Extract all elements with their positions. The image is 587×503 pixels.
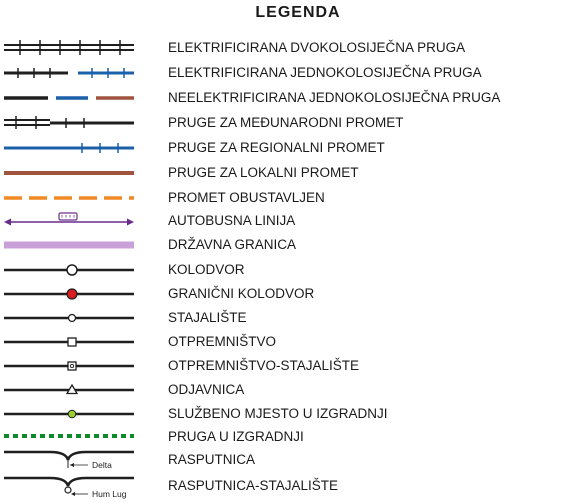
junction-sample-name: Delta xyxy=(92,460,112,470)
legend-label: OTPREMNIŠTVO-STAJALIŠTE xyxy=(168,358,360,373)
legend-row: STAJALIŠTE xyxy=(0,306,587,330)
legend-label: OTPREMNIŠTVO xyxy=(168,334,277,349)
single-track-non-electrified-line xyxy=(0,86,140,110)
legend-row: ELEKTRIFICIRANA JEDNOKOLOSIJEČNA PRUGA xyxy=(0,61,587,85)
single-track-electrified-line xyxy=(0,61,140,85)
legend-row: ELEKTRIFICIRANA DVOKOLOSIJEČNA PRUGA xyxy=(0,36,587,60)
legend-label: ELEKTRIFICIRANA DVOKOLOSIJEČNA PRUGA xyxy=(168,40,466,55)
legend-row: OTPREMNIŠTVO-STAJALIŠTE xyxy=(0,354,587,378)
legend-label: PRUGE ZA MEĐUNARODNI PROMET xyxy=(168,115,404,130)
legend-label: SLUŽBENO MJESTO U IZGRADNJI xyxy=(168,406,388,421)
signal-box-icon xyxy=(0,378,140,402)
legend-label: PROMET OBUSTAVLJEN xyxy=(168,190,325,205)
legend-row: PRUGE ZA LOKALNI PROMET xyxy=(0,161,587,185)
legend-row: OTPREMNIŠTVO xyxy=(0,330,587,354)
legend-label: PRUGA U IZGRADNJI xyxy=(168,429,304,444)
legend-label: ELEKTRIFICIRANA JEDNOKOLOSIJEČNA PRUGA xyxy=(168,65,482,80)
legend-label: AUTOBUSNA LINIJA xyxy=(168,213,296,228)
border-station-icon xyxy=(0,282,140,306)
legend-label: PRUGE ZA REGIONALNI PROMET xyxy=(168,140,385,155)
international-line xyxy=(0,111,140,135)
bus-line xyxy=(0,209,140,233)
legend-row: GRANIČNI KOLODVOR xyxy=(0,282,587,306)
station-icon xyxy=(0,258,140,282)
legend-label: KOLODVOR xyxy=(168,262,245,277)
legend-label: STAJALIŠTE xyxy=(168,310,247,325)
legend-row: Hum Lug RASPUTNICA-STAJALIŠTE xyxy=(0,474,587,501)
legend-row: SLUŽBENO MJESTO U IZGRADNJI xyxy=(0,402,587,426)
local-line xyxy=(0,161,140,185)
dispatch-icon xyxy=(0,330,140,354)
legend-row: AUTOBUSNA LINIJA xyxy=(0,209,587,233)
legend-title: LEGENDA xyxy=(255,4,341,21)
legend-label: DRŽAVNA GRANICA xyxy=(168,237,297,252)
legend-label: RASPUTNICA-STAJALIŠTE xyxy=(168,478,339,493)
legend-row: DRŽAVNA GRANICA xyxy=(0,233,587,257)
legend-row: ODJAVNICA xyxy=(0,378,587,402)
legend-row: PRUGA U IZGRADNJI xyxy=(0,425,587,449)
legend-label: PRUGE ZA LOKALNI PROMET xyxy=(168,165,359,180)
junction-icon: Delta xyxy=(0,448,140,474)
legend-row: PRUGE ZA MEĐUNARODNI PROMET xyxy=(0,111,587,135)
legend-row: PROMET OBUSTAVLJEN xyxy=(0,186,587,210)
junction-stop-icon: Hum Lug xyxy=(0,474,140,501)
state-border-line xyxy=(0,233,140,257)
double-track-electrified-line xyxy=(0,36,140,60)
legend-row: KOLODVOR xyxy=(0,258,587,282)
regional-line xyxy=(0,136,140,160)
line-under-construction xyxy=(0,425,140,449)
legend-row: Delta RASPUTNICA xyxy=(0,448,587,474)
dispatch-stop-icon xyxy=(0,354,140,378)
legend-row: PRUGE ZA REGIONALNI PROMET xyxy=(0,136,587,160)
suspended-traffic-line xyxy=(0,186,140,210)
stop-icon xyxy=(0,306,140,330)
legend-row: NEELEKTRIFICIRANA JEDNOKOLOSIJEČNA PRUGA xyxy=(0,86,587,110)
legend-label: GRANIČNI KOLODVOR xyxy=(168,286,315,301)
legend-label: ODJAVNICA xyxy=(168,382,245,397)
legend-label: RASPUTNICA xyxy=(168,452,256,467)
official-place-under-construction-icon xyxy=(0,402,140,426)
junction-stop-sample-name: Hum Lug xyxy=(92,489,127,499)
legend-label: NEELEKTRIFICIRANA JEDNOKOLOSIJEČNA PRUGA xyxy=(168,90,501,105)
